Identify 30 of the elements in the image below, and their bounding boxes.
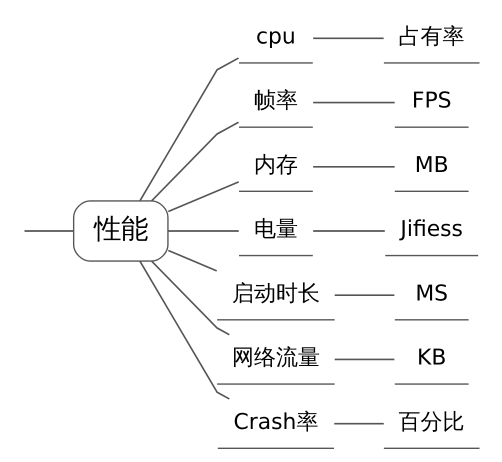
node-text: Jifiess bbox=[400, 217, 462, 242]
node-text: 内存 bbox=[253, 152, 298, 178]
connector bbox=[167, 250, 216, 272]
connector bbox=[150, 122, 238, 202]
node-text: 网络流量 bbox=[231, 346, 320, 371]
connector bbox=[312, 230, 384, 232]
connector bbox=[312, 166, 394, 168]
connector bbox=[150, 260, 230, 336]
connector bbox=[312, 37, 384, 40]
node-text: 电量 bbox=[253, 217, 298, 242]
connector bbox=[138, 57, 238, 202]
node-box: 性能 bbox=[72, 200, 168, 262]
connector bbox=[334, 422, 384, 425]
connector bbox=[168, 230, 238, 232]
node-text: 百分比 bbox=[398, 410, 464, 435]
connector bbox=[167, 181, 239, 212]
node-text: KB bbox=[416, 346, 446, 371]
node-text: Crash率 bbox=[232, 410, 318, 435]
node-text: MS bbox=[414, 281, 448, 306]
node-text: cpu bbox=[256, 24, 296, 50]
connector bbox=[24, 230, 74, 232]
connector bbox=[334, 294, 394, 296]
node-text: 占有率 bbox=[398, 24, 464, 50]
connector bbox=[334, 358, 394, 360]
node-text: 启动时长 bbox=[231, 281, 320, 306]
node-text: FPS bbox=[411, 88, 452, 114]
connector bbox=[138, 260, 230, 400]
node-text: MB bbox=[414, 152, 448, 178]
connector bbox=[312, 102, 394, 104]
node-text: 帧率 bbox=[253, 88, 298, 114]
